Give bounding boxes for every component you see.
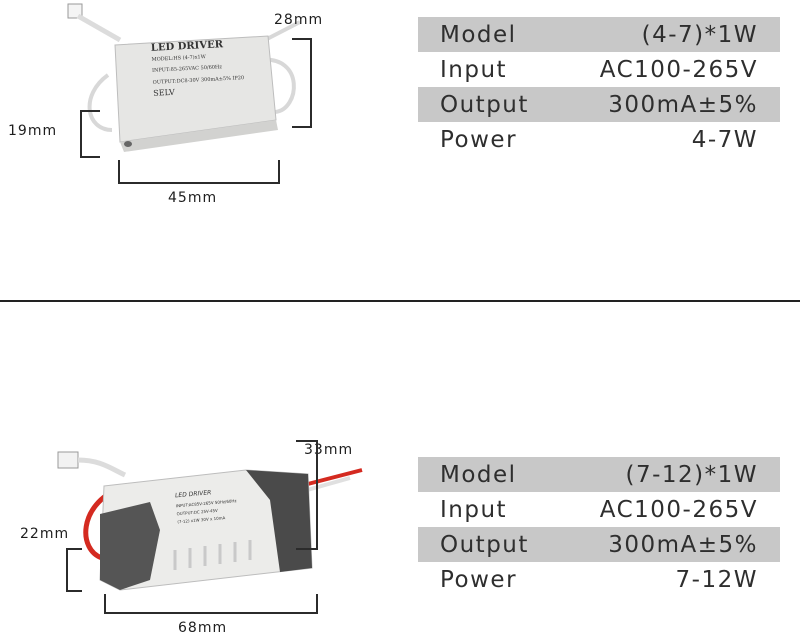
spec-value: (4-7)*1W	[641, 21, 758, 48]
spec-label: Output	[440, 531, 529, 558]
depth-bracket	[296, 440, 318, 550]
spec-label: Input	[440, 496, 508, 523]
spec-row-power: Power 4-7W	[418, 122, 780, 157]
spec-label: Power	[440, 566, 518, 593]
spec-label: Power	[440, 126, 518, 153]
height-bracket	[80, 110, 100, 158]
spec-value: AC100-265V	[599, 496, 758, 523]
spec-row-model: Model (4-7)*1W	[418, 17, 780, 52]
spec-value: 4-7W	[691, 126, 758, 153]
width-dimension-label: 45mm	[168, 190, 218, 206]
spec-value: (7-12)*1W	[625, 461, 758, 488]
spec-row-output: Output 300mA±5%	[418, 527, 780, 562]
depth-dimension-label: 28mm	[274, 12, 324, 28]
spec-value: 7-12W	[675, 566, 758, 593]
depth-bracket	[292, 38, 312, 128]
spec-row-model: Model (7-12)*1W	[418, 457, 780, 492]
driver-2-image	[57, 451, 363, 591]
width-bracket	[118, 160, 280, 184]
driver-1-label: LED DRIVER MODEL:HS (4-7)x1W INPUT:85-26…	[151, 37, 264, 98]
spec-row-output: Output 300mA±5%	[418, 87, 780, 122]
driver-1-image	[67, 3, 301, 152]
spec-row-power: Power 7-12W	[418, 562, 780, 597]
width-dimension-label: 68mm	[178, 620, 228, 636]
spec-row-input: Input AC100-265V	[418, 492, 780, 527]
spec-value: AC100-265V	[599, 56, 758, 83]
spec-label: Input	[440, 56, 508, 83]
width-bracket	[104, 594, 318, 614]
product-2: LED DRIVER INPUT:AC85V-265V 50Hz/60Hz OU…	[0, 430, 800, 636]
spec-label: Model	[440, 461, 517, 488]
spec-value: 300mA±5%	[608, 531, 758, 558]
spec-value: 300mA±5%	[608, 91, 758, 118]
spec-table-1: Model (4-7)*1W Input AC100-265V Output 300m…	[418, 17, 780, 157]
section-divider	[0, 300, 800, 302]
spec-row-input: Input AC100-265V	[418, 52, 780, 87]
label-input: INPUT:85-265VAC 50/60Hz	[151, 64, 223, 74]
spec-label: Model	[440, 21, 517, 48]
height-bracket	[66, 548, 82, 592]
spec-label: Output	[440, 91, 529, 118]
product-1: LED DRIVER MODEL:HS (4-7)x1W INPUT:85-26…	[0, 0, 800, 300]
height-dimension-label: 22mm	[20, 526, 70, 542]
spec-table-2: Model (7-12)*1W Input AC100-265V Output 300…	[418, 457, 780, 597]
height-dimension-label: 19mm	[8, 123, 58, 139]
